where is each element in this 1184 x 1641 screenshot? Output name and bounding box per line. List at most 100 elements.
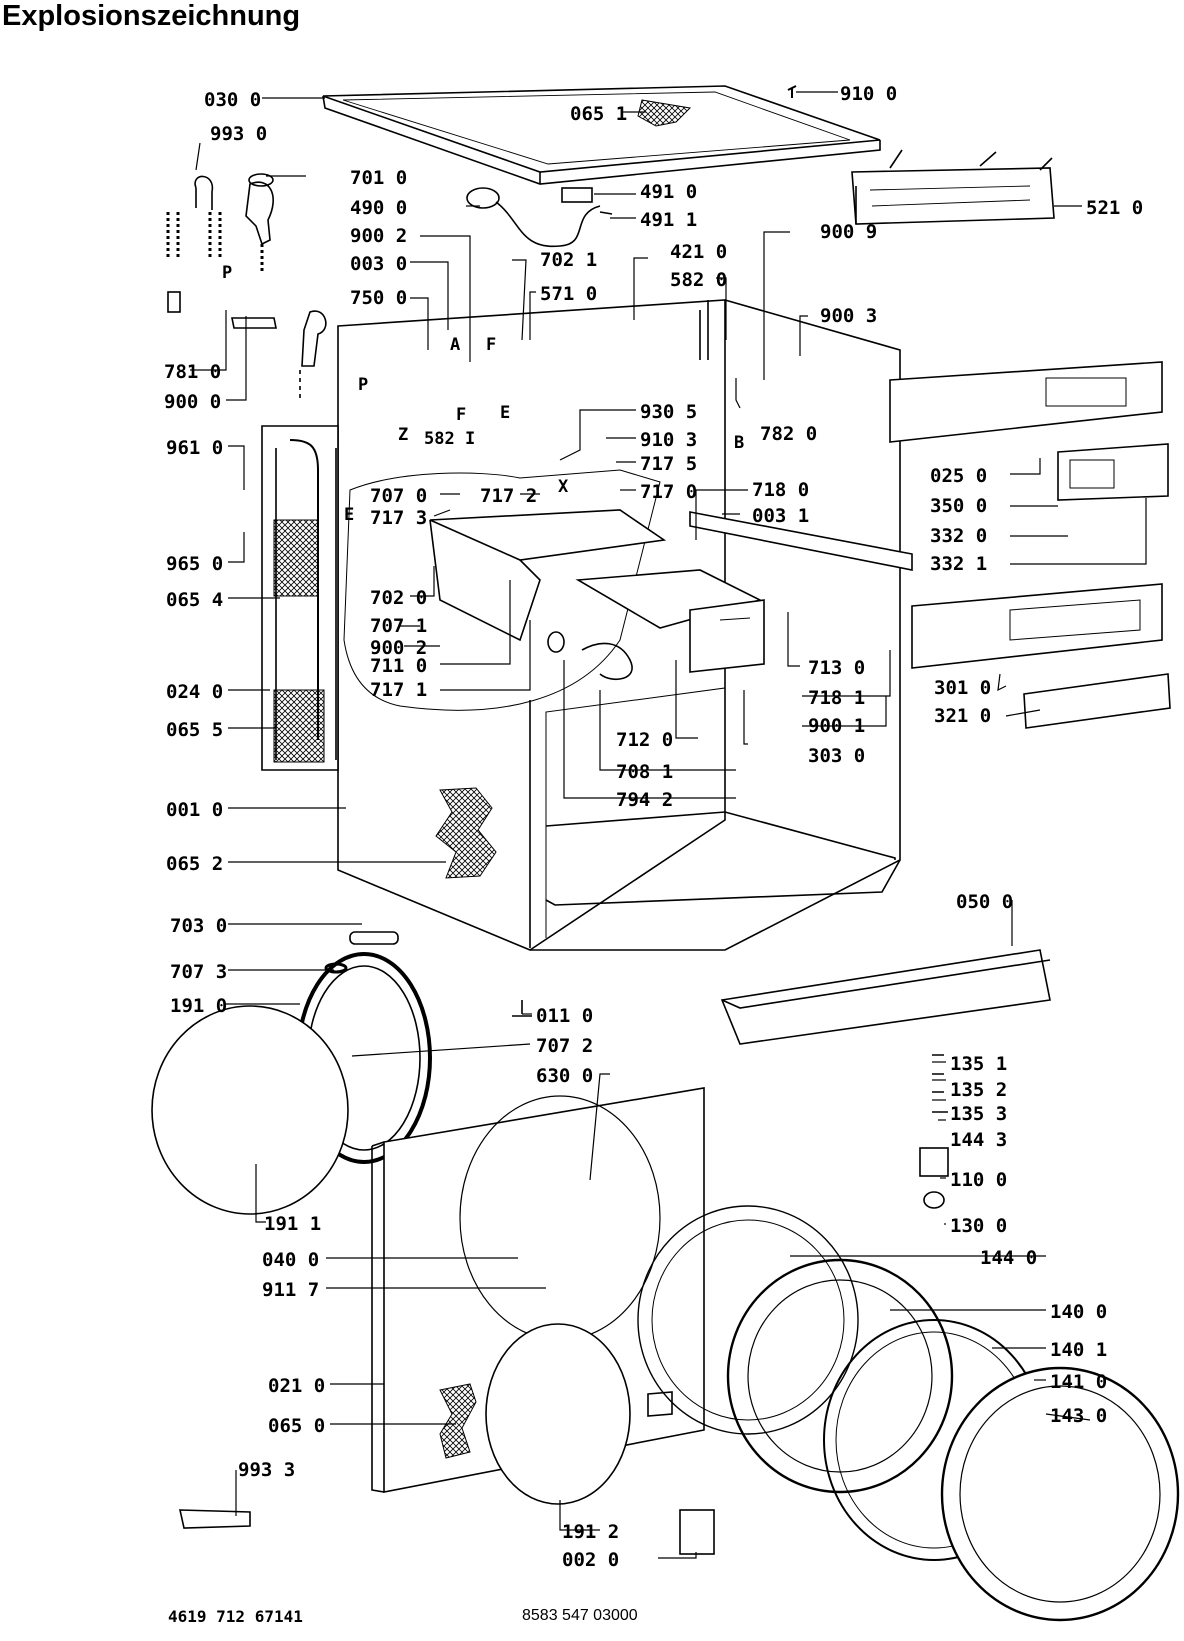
part-label: 900 2	[370, 637, 427, 659]
footer-document-number: 4619 712 67141	[168, 1607, 303, 1626]
marker-label: X	[558, 477, 569, 497]
part-label: 707 2	[536, 1035, 593, 1057]
part-label: 712 0	[616, 729, 673, 751]
marker-label: B	[734, 433, 744, 453]
part-label: 910 0	[840, 83, 897, 105]
part-label: 702 0	[370, 587, 427, 609]
part-label: 140 0	[1050, 1301, 1107, 1323]
part-label: 065 2	[166, 853, 223, 875]
part-label: 303 0	[808, 745, 865, 767]
part-label: 781 0	[164, 361, 221, 383]
part-label: 930 5	[640, 401, 697, 423]
inlet-hose-assembly	[166, 173, 327, 400]
marker-label: 582 I	[424, 429, 475, 449]
part-label: 491 1	[640, 209, 697, 231]
part-label: 030 0	[204, 89, 261, 111]
marker-label: A	[450, 335, 460, 355]
part-label: 630 0	[536, 1065, 593, 1087]
part-label: 708 1	[616, 761, 673, 783]
part-label: 490 0	[350, 197, 407, 219]
part-label: 718 1	[808, 687, 865, 709]
part-label: 521 0	[1086, 197, 1143, 219]
rear-panel	[261, 425, 339, 771]
part-label: 135 2	[950, 1079, 1007, 1101]
part-label: 002 0	[562, 1549, 619, 1571]
part-label: 011 0	[536, 1005, 593, 1027]
part-label: 910 3	[640, 429, 697, 451]
footer-part-number: 8583 547 03000	[522, 1607, 638, 1624]
top-cover	[322, 85, 881, 185]
part-label: 025 0	[930, 465, 987, 487]
mains-cable	[466, 187, 613, 248]
part-label: 003 0	[350, 253, 407, 275]
marker-label: F	[456, 405, 466, 425]
page-title: Explosionszeichnung	[2, 0, 301, 32]
part-label: 065 4	[166, 589, 223, 611]
part-label: 024 0	[166, 681, 223, 703]
marker-label: P	[222, 263, 232, 283]
part-label: 911 7	[262, 1279, 319, 1301]
programmer-unit	[851, 149, 1055, 225]
part-label: 065 1	[570, 103, 627, 125]
part-label: 321 0	[934, 705, 991, 727]
front-rail	[689, 511, 913, 571]
door-seal	[151, 952, 432, 1215]
marker-label: E	[344, 505, 354, 525]
part-label: 707 1	[370, 615, 427, 637]
part-label: 491 0	[640, 181, 697, 203]
part-label: 571 0	[540, 283, 597, 305]
marker-label: Z	[398, 425, 408, 445]
part-label: 900 2	[350, 225, 407, 247]
part-label: 144 0	[980, 1247, 1037, 1269]
part-label: 065 5	[166, 719, 223, 741]
control-board	[1057, 443, 1169, 501]
part-label: 707 0	[370, 485, 427, 507]
part-label: 001 0	[166, 799, 223, 821]
part-label: 582 0	[670, 269, 727, 291]
door-assembly	[637, 1205, 1180, 1622]
detergent-dispenser	[343, 469, 765, 711]
part-label: 900 1	[808, 715, 865, 737]
part-label: 993 0	[210, 123, 267, 145]
part-label: 961 0	[166, 437, 223, 459]
part-label: 717 0	[640, 481, 697, 503]
part-label: 135 1	[950, 1053, 1007, 1075]
part-label: 021 0	[268, 1375, 325, 1397]
part-label: 717 2	[480, 485, 537, 507]
marker-label: F	[486, 335, 496, 355]
part-label: 130 0	[950, 1215, 1007, 1237]
part-label: 701 0	[350, 167, 407, 189]
part-label: 900 3	[820, 305, 877, 327]
part-label: 711 0	[370, 655, 427, 677]
part-label: 065 0	[268, 1415, 325, 1437]
part-label: 750 0	[350, 287, 407, 309]
part-label: 140 1	[1050, 1339, 1107, 1361]
part-label: 993 3	[238, 1459, 295, 1481]
part-label: 191 0	[170, 995, 227, 1017]
part-label: 135 3	[950, 1103, 1007, 1125]
part-label: 332 0	[930, 525, 987, 547]
part-label: 350 0	[930, 495, 987, 517]
part-label: 707 3	[170, 961, 227, 983]
front-panel	[371, 1087, 705, 1505]
part-label: 718 0	[752, 479, 809, 501]
part-label: 050 0	[956, 891, 1013, 913]
part-label: 144 3	[950, 1129, 1007, 1151]
part-label: 110 0	[950, 1169, 1007, 1191]
part-label: 900 9	[820, 221, 877, 243]
part-label: 421 0	[670, 241, 727, 263]
part-label: 794 2	[616, 789, 673, 811]
panel-label	[1023, 673, 1171, 729]
part-label: 703 0	[170, 915, 227, 937]
part-label: 003 1	[752, 505, 809, 527]
part-label: 332 1	[930, 553, 987, 575]
part-label: 702 1	[540, 249, 597, 271]
small-hardware	[178, 931, 949, 1555]
leader-lines	[190, 91, 1147, 1559]
part-label: 191 2	[562, 1521, 619, 1543]
part-label: 965 0	[166, 553, 223, 575]
part-label: 191 1	[264, 1213, 321, 1235]
part-label: 141 0	[1050, 1371, 1107, 1393]
plinth	[720, 949, 1051, 1045]
